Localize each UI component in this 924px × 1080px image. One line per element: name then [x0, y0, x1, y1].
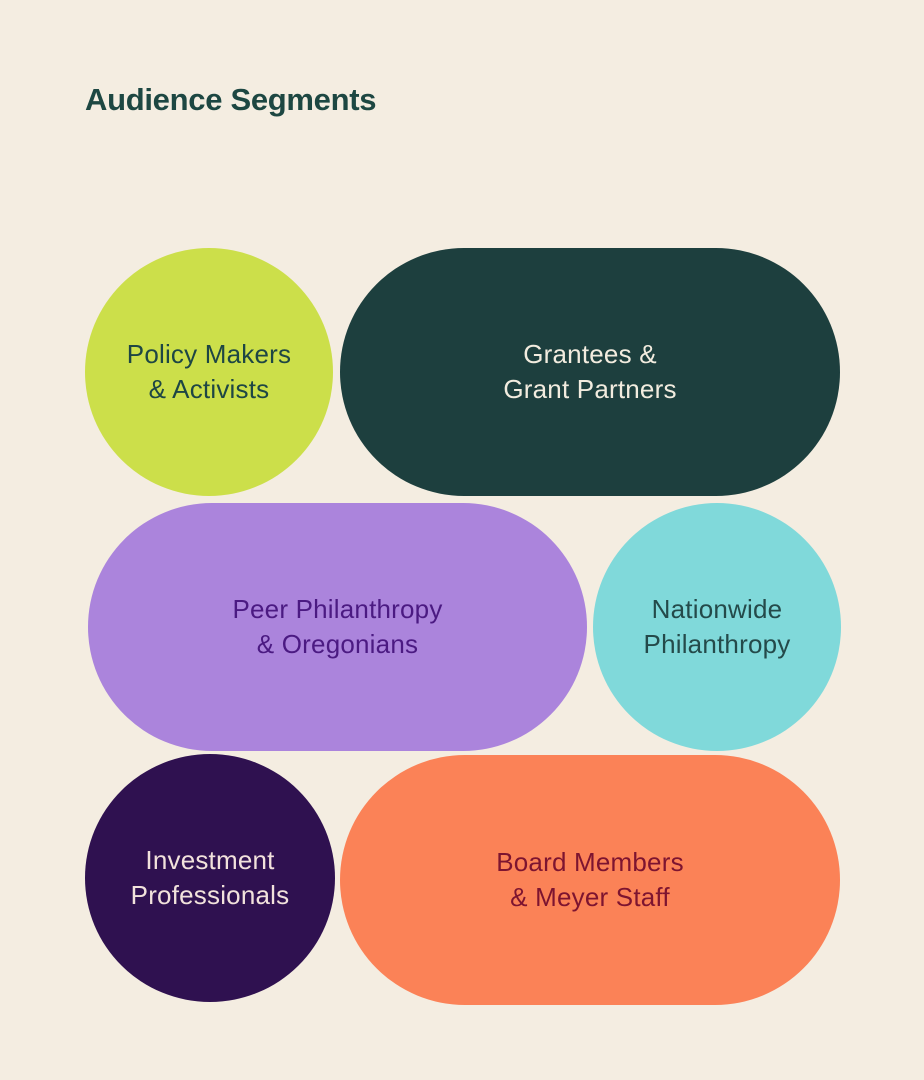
segment-nationwide-philanthropy: Nationwide Philanthropy — [593, 503, 841, 751]
segment-label-line: Peer Philanthropy — [232, 594, 443, 624]
segment-peer-philanthropy-oregonians: Peer Philanthropy & Oregonians — [88, 503, 587, 751]
segment-board-members-meyer-staff: Board Members & Meyer Staff — [340, 755, 840, 1005]
segment-label: Board Members & Meyer Staff — [496, 845, 684, 915]
segment-label-line: Nationwide — [651, 594, 783, 624]
segment-label: Peer Philanthropy & Oregonians — [232, 592, 442, 662]
segment-label-line: Grantees & — [523, 339, 657, 369]
segment-label-line: Policy Makers — [126, 339, 292, 369]
segment-grantees-grant-partners: Grantees & Grant Partners — [340, 248, 840, 496]
segment-label: Policy Makers & Activists — [127, 337, 291, 407]
page-title: Audience Segments — [85, 82, 377, 117]
segment-label-line: Investment — [145, 845, 275, 875]
segment-label: Nationwide Philanthropy — [644, 592, 791, 662]
segment-label-line: Board Members — [496, 847, 684, 877]
segment-label-line: & Oregonians — [256, 629, 419, 659]
segment-label-line: Professionals — [130, 880, 290, 910]
segment-label-line: & Activists — [148, 374, 270, 404]
segment-label-line: Philanthropy — [643, 629, 791, 659]
segment-label: Grantees & Grant Partners — [503, 337, 676, 407]
segment-policy-makers-activists: Policy Makers & Activists — [85, 248, 333, 496]
segment-investment-professionals: Investment Professionals — [85, 754, 335, 1002]
segment-label: Investment Professionals — [131, 843, 290, 913]
segment-label-line: & Meyer Staff — [510, 882, 670, 912]
segment-label-line: Grant Partners — [503, 374, 677, 404]
